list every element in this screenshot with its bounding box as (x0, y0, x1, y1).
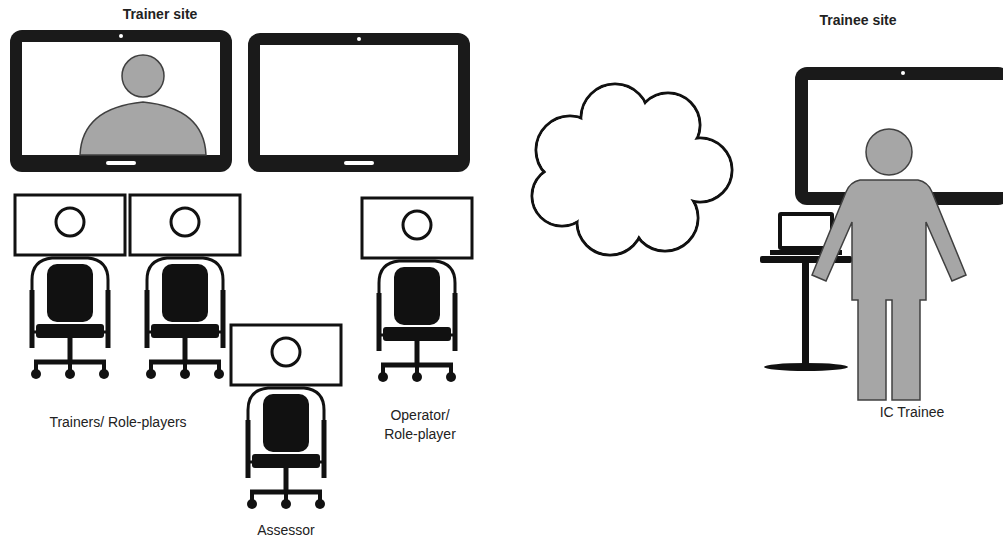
monitor-button (344, 161, 374, 165)
role-label: Operator/ Role-player (378, 406, 462, 444)
monitor (10, 30, 232, 172)
site-heading: Trainee site (788, 11, 928, 30)
camera-dot (119, 34, 123, 38)
seated-trainer (130, 195, 240, 379)
monitor (248, 33, 470, 172)
table-base (764, 363, 848, 371)
role-label: IC Trainee (852, 403, 972, 422)
camera-dot (357, 37, 361, 41)
remote-person (80, 102, 206, 155)
role-label: Trainers/ Role-players (18, 413, 218, 432)
monitor-screen (22, 42, 220, 155)
monitor-frame (248, 33, 470, 172)
network-cloud (532, 84, 732, 255)
seated-assessor (231, 325, 341, 509)
monitor-button (106, 161, 136, 165)
trainee-head (866, 129, 912, 175)
standing-trainee (812, 129, 966, 400)
camera-dot (901, 71, 905, 75)
seated-operator (362, 198, 472, 382)
site-heading: Trainer site (90, 5, 230, 24)
monitor-screen (260, 45, 458, 155)
laptop-display (782, 216, 830, 246)
monitor-screen (808, 80, 1003, 192)
seated-trainer (15, 195, 125, 379)
trainee-body (812, 180, 966, 400)
remote-person-head (122, 55, 164, 97)
monitor-frame (10, 30, 232, 172)
table-pole (802, 263, 809, 365)
role-label: Assessor (226, 521, 346, 540)
table-top (760, 256, 852, 263)
